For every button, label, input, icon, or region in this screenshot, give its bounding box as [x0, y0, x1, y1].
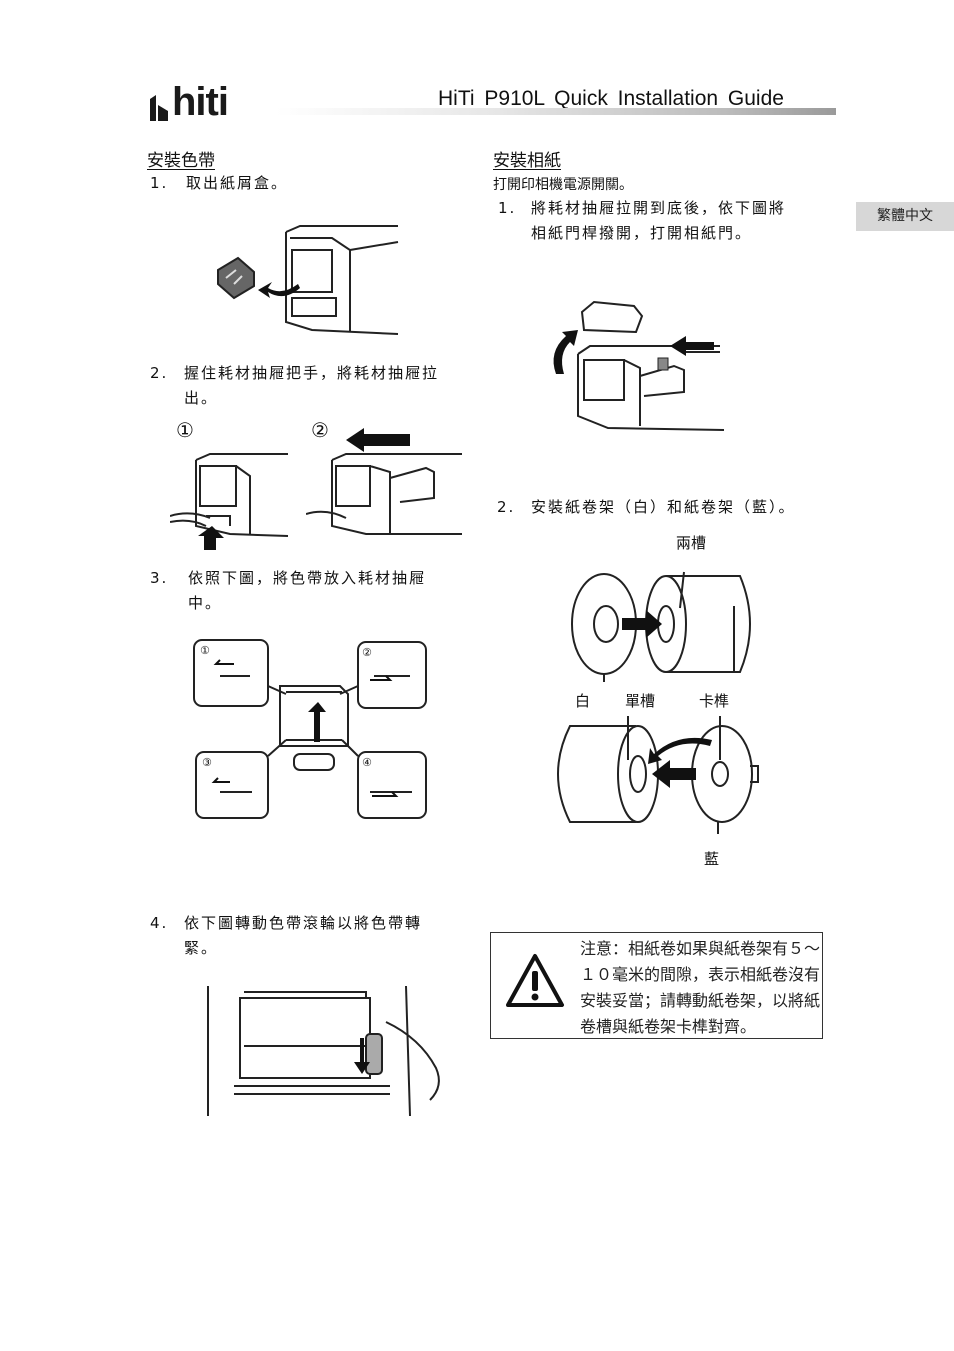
pull-drawer-figure-1 — [170, 453, 289, 550]
svg-text:①: ① — [200, 644, 210, 657]
logo-mark-icon — [148, 90, 170, 121]
open-paper-door-figure — [553, 300, 725, 431]
label-tenon: 卡榫 — [699, 692, 730, 710]
svg-text:③: ③ — [202, 756, 212, 769]
arrow-icon — [648, 737, 712, 764]
label-white: 白 — [575, 692, 591, 710]
step-3-text: 依照下圖，將色帶放入耗材抽屜 — [188, 569, 427, 587]
step-4-text-cont: 緊。 — [184, 939, 219, 957]
warning-icon — [506, 954, 564, 1007]
step-3-num: 3. — [150, 569, 169, 587]
note-box — [490, 932, 823, 1039]
label-single-groove: 單槽 — [625, 692, 656, 710]
paper-intro: 打開印相機電源開關。 — [493, 177, 633, 193]
sub-marker-1: ① — [176, 418, 194, 442]
language-tab[interactable]: 繁體中文 — [856, 202, 954, 231]
waste-box-icon — [217, 256, 255, 300]
paper-step-1-text-cont: 相紙門桿撥開，打開相紙門。 — [531, 224, 753, 242]
insert-ribbon-figure: ① ② ③ ④ — [193, 639, 427, 819]
note-text: 注意：相紙卷如果與紙卷架有５～１０毫米的間隙，表示相紙卷沒有安裝妥當；請轉動紙卷… — [580, 939, 821, 1036]
guide-title: HiTi P910L Quick Installation Guide — [438, 87, 784, 110]
step-3-text-cont: 中。 — [188, 594, 223, 612]
arrow-icon — [198, 526, 224, 550]
header-bar — [276, 108, 836, 115]
step-2-text-cont: 出。 — [184, 389, 219, 407]
step-1-num: 1. — [150, 174, 169, 192]
step-2-text: 握住耗材抽屜把手，將耗材抽屜拉 — [184, 364, 440, 382]
callout-icon: ① ② ③ ④ — [200, 644, 372, 769]
ribbon-section-title: 安裝色帶 — [147, 151, 215, 171]
paper-step-1-text: 將耗材抽屜拉開到底後，依下圖將 — [531, 199, 787, 217]
label-blue: 藍 — [704, 850, 720, 868]
arrow-icon — [308, 702, 326, 742]
arrow-icon — [652, 760, 696, 788]
arrow-icon — [354, 1038, 370, 1074]
step-4-num: 4. — [150, 914, 169, 932]
step-1-text: 取出紙屑盒。 — [186, 174, 289, 192]
arrow-icon — [670, 336, 714, 356]
white-holder-figure — [571, 571, 751, 682]
arrow-icon — [622, 610, 662, 638]
arrow-icon — [553, 330, 578, 374]
remove-waste-box-figure — [217, 225, 399, 335]
hiti-logo: hiti — [148, 82, 229, 122]
arrow-icon — [258, 282, 300, 298]
paper-step-2-text: 安裝紙卷架（白）和紙卷架（藍）。 — [531, 498, 796, 516]
pull-drawer-figure-2 — [306, 428, 462, 535]
paper-section-title: 安裝相紙 — [493, 151, 561, 171]
step-2-num: 2. — [150, 364, 169, 382]
svg-text:②: ② — [362, 646, 372, 659]
step-4-text: 依下圖轉動色帶滾輪以將色帶轉 — [184, 914, 423, 932]
blue-holder-figure — [557, 716, 759, 834]
arrow-icon — [346, 428, 410, 452]
paper-step-2-num: 2. — [497, 498, 516, 516]
svg-text:④: ④ — [362, 756, 372, 769]
paper-step-1-num: 1. — [498, 199, 517, 217]
tighten-ribbon-figure — [207, 985, 440, 1117]
sub-marker-2: ② — [311, 418, 329, 442]
label-double-groove: 兩槽 — [676, 534, 707, 552]
